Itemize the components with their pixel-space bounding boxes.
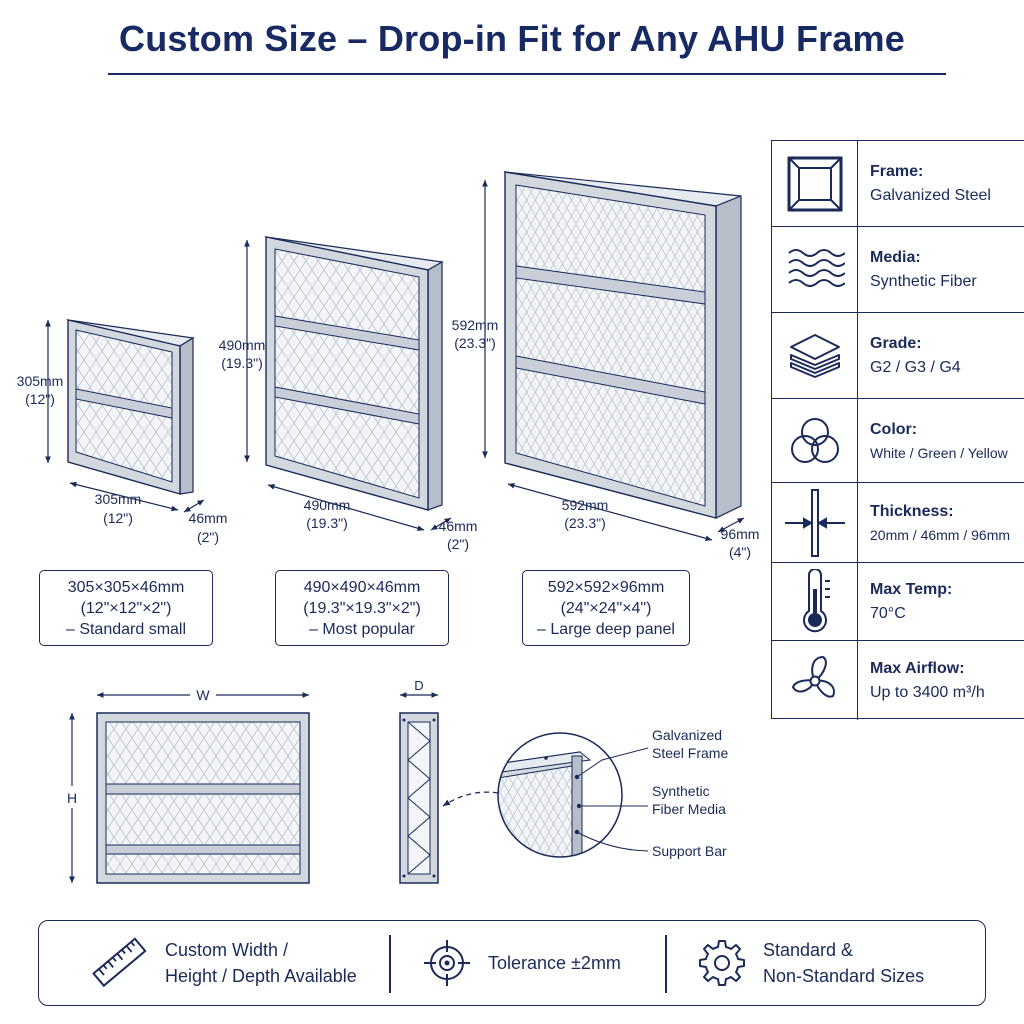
filter1-width-mm: 305mm <box>95 491 142 507</box>
spec-thickness-label: Thickness: <box>870 502 954 520</box>
filter2-width-in: (19.3") <box>306 515 348 531</box>
filter1-height-in: (12") <box>25 391 55 407</box>
callout-bar: Support Bar <box>652 843 727 859</box>
spec-thickness-value: 20mm / 46mm / 96mm <box>870 526 1011 543</box>
filter-large <box>503 171 742 519</box>
filter1-depth-in: (2") <box>197 529 219 545</box>
feature-custom-size: Custom Width / Height / Depth Available <box>91 921 357 1005</box>
filter2-depth-mm: 46mm <box>439 518 478 534</box>
spec-row-grade: Grade: G2 / G3 / G4 <box>772 313 1024 399</box>
size-box-large: 592×592×96mm (24"×24"×4") – Large deep p… <box>522 570 690 646</box>
width-label: W <box>196 687 210 703</box>
filter3-height-in: (23.3") <box>454 335 496 351</box>
layers-icon <box>772 313 858 398</box>
spec-color-value: White / Green / Yellow <box>870 444 1008 461</box>
spec-row-frame: Frame: Galvanized Steel <box>772 141 1024 227</box>
thermometer-icon <box>772 563 858 640</box>
filter1-depth-mm: 46mm <box>189 510 228 526</box>
filter-medium <box>264 236 444 511</box>
front-view <box>96 712 310 884</box>
filter2-depth-in: (2") <box>447 536 469 552</box>
spec-row-temp: Max Temp: 70°C <box>772 563 1024 641</box>
size-box-small-line3: – Standard small <box>65 621 187 638</box>
filter3-height-mm: 592mm <box>452 317 499 333</box>
spec-temp-value: 70°C <box>870 604 906 622</box>
spec-grade-label: Grade: <box>870 334 922 352</box>
filter3-depth-in: (4") <box>729 544 751 560</box>
callout-frame-1: Galvanized <box>652 727 722 743</box>
spec-row-airflow: Max Airflow: Up to 3400 m³/h <box>772 641 1024 720</box>
spec-row-media: Media: Synthetic Fiber <box>772 227 1024 313</box>
size-box-large-line2: (24"×24"×4") <box>560 600 652 617</box>
frame-icon <box>772 141 858 226</box>
feature-banner: Custom Width / Height / Depth Available … <box>38 920 986 1006</box>
filter1-width-in: (12") <box>103 510 133 526</box>
thickness-icon <box>772 483 858 562</box>
size-box-small-line1: 305×305×46mm <box>67 579 185 596</box>
spec-temp-label: Max Temp: <box>870 580 953 598</box>
callout-media-1: Synthetic <box>652 783 710 799</box>
spec-media-label: Media: <box>870 248 921 266</box>
size-box-large-line3: – Large deep panel <box>537 621 675 638</box>
color-circles-icon <box>772 399 858 482</box>
size-box-medium-line1: 490×490×46mm <box>303 579 421 596</box>
spec-row-color: Color: White / Green / Yellow <box>772 399 1024 483</box>
spec-frame-value: Galvanized Steel <box>870 186 991 204</box>
crosshair-icon <box>422 938 472 988</box>
callout-media-2: Fiber Media <box>652 801 726 817</box>
spec-table: Frame: Galvanized Steel Media: Synthetic… <box>771 140 1024 720</box>
banner-divider-2 <box>665 935 667 993</box>
media-wave-icon <box>772 227 858 312</box>
page-title: Custom Size – Drop-in Fit for Any AHU Fr… <box>119 18 905 59</box>
filter3-width-mm: 592mm <box>562 497 609 513</box>
filter2-width-mm: 490mm <box>304 497 351 513</box>
feature-tolerance: Tolerance ±2mm <box>422 921 621 1005</box>
filter3-width-in: (23.3") <box>564 515 606 531</box>
size-box-medium-line3: – Most popular <box>309 621 415 638</box>
corner-detail <box>497 732 623 858</box>
height-label: H <box>67 790 77 806</box>
feature-sizes: Standard & Non-Standard Sizes <box>697 921 924 1005</box>
size-box-small: 305×305×46mm (12"×12"×2") – Standard sma… <box>39 570 213 646</box>
filter-small <box>66 319 195 495</box>
size-box-small-line2: (12"×12"×2") <box>80 600 172 617</box>
filter2-height-in: (19.3") <box>221 355 263 371</box>
banner-divider-1 <box>389 935 391 993</box>
size-box-large-line1: 592×592×96mm <box>547 579 665 596</box>
size-box-medium-line2: (19.3"×19.3"×2") <box>303 600 421 617</box>
spec-airflow-value: Up to 3400 m³/h <box>870 683 985 701</box>
filter1-height-mm: 305mm <box>17 373 64 389</box>
filter2-height-mm: 490mm <box>219 337 266 353</box>
depth-label: D <box>414 678 423 693</box>
spec-media-value: Synthetic Fiber <box>870 272 977 290</box>
spec-airflow-label: Max Airflow: <box>870 659 965 677</box>
side-view <box>399 712 439 884</box>
spec-frame-label: Frame: <box>870 162 924 180</box>
feature-sizes-line2: Non-Standard Sizes <box>763 966 925 986</box>
filter3-depth-mm: 96mm <box>721 526 760 542</box>
callout-frame-2: Steel Frame <box>652 745 728 761</box>
feature-custom-line1: Custom Width / <box>165 940 289 960</box>
feature-tolerance-text: Tolerance ±2mm <box>488 953 621 973</box>
spec-grade-value: G2 / G3 / G4 <box>870 358 961 376</box>
fan-icon <box>772 641 858 720</box>
feature-sizes-line1: Standard & <box>763 940 854 960</box>
ruler-icon <box>91 934 149 992</box>
gear-icon <box>697 938 747 988</box>
title-underline <box>108 73 946 75</box>
size-box-medium: 490×490×46mm (19.3"×19.3"×2") – Most pop… <box>275 570 449 646</box>
feature-custom-line2: Height / Depth Available <box>165 966 357 986</box>
spec-row-thickness: Thickness: 20mm / 46mm / 96mm <box>772 483 1024 563</box>
spec-color-label: Color: <box>870 420 918 438</box>
